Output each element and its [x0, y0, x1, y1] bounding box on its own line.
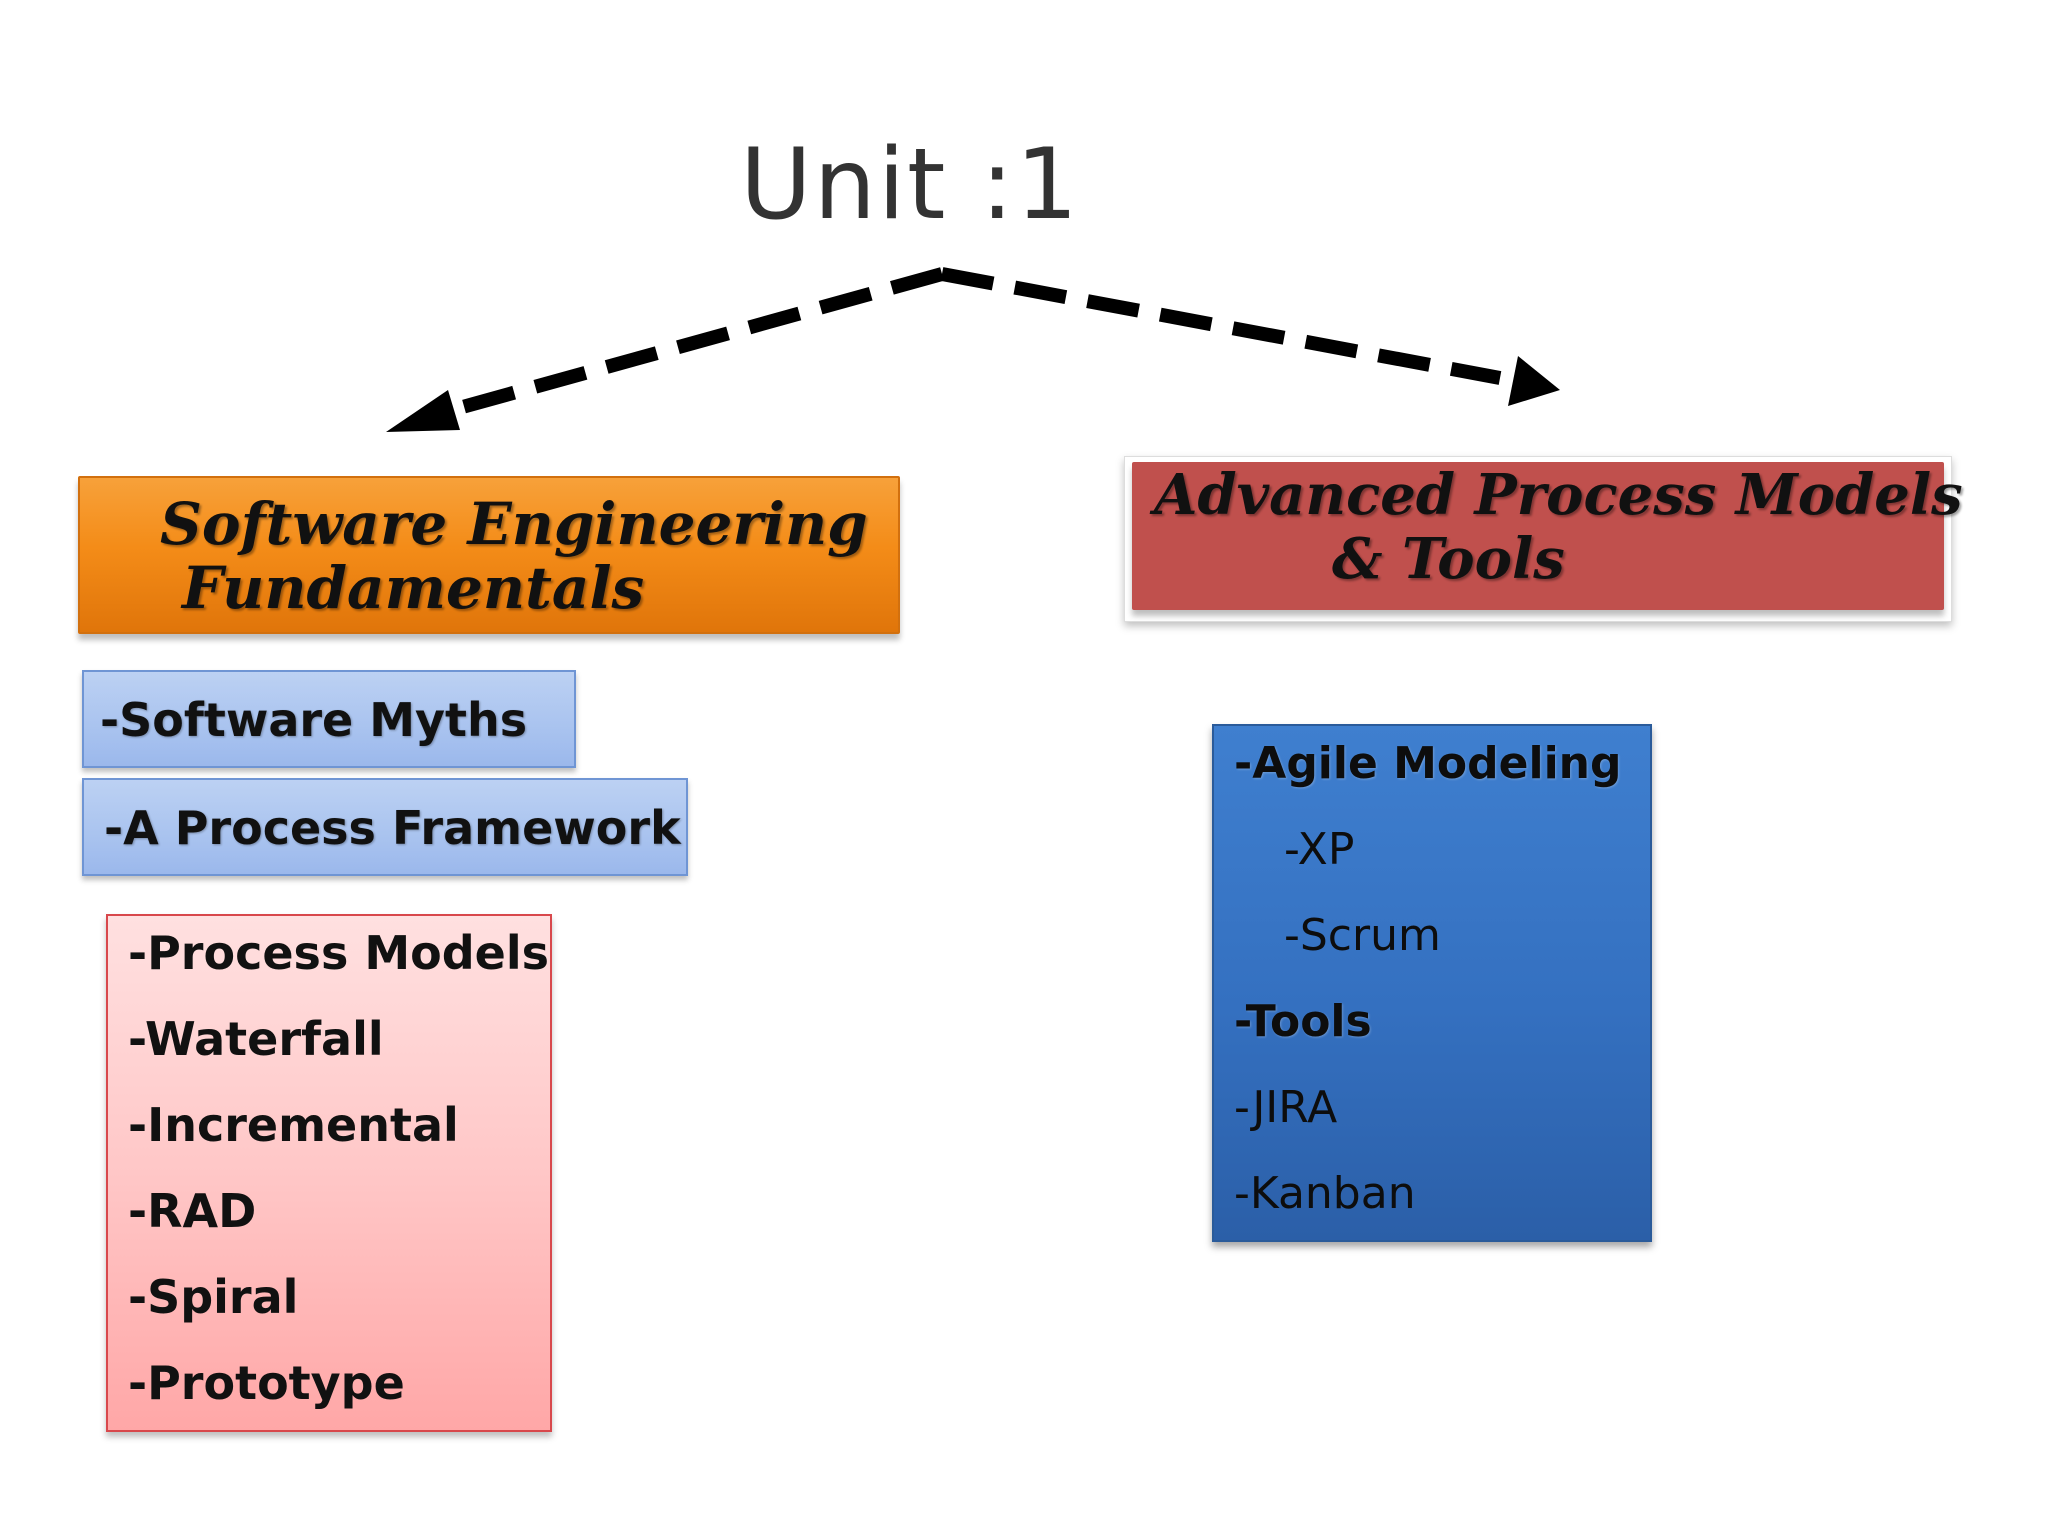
header-left-line1: Software Engineering — [160, 490, 868, 558]
arrow-right-line — [940, 267, 1502, 385]
header-software-engineering-fundamentals: Software Engineering Fundamentals — [78, 476, 900, 634]
process-models-box: -Process Models -Waterfall -Incremental … — [106, 914, 552, 1432]
agile-tools-box: -Agile Modeling -XP -Scrum -Tools -JIRA … — [1212, 724, 1652, 1242]
topic-software-myths: -Software Myths — [82, 670, 576, 768]
agile-item-scrum: -Scrum — [1284, 910, 1441, 961]
process-model-item: -RAD — [128, 1184, 257, 1238]
process-model-item: -Waterfall — [128, 1012, 384, 1066]
header-right-line2: & Tools — [1332, 526, 1565, 592]
process-model-item: -Prototype — [128, 1356, 405, 1410]
process-model-item: -Process Models — [128, 926, 549, 980]
diagram-title: Unit :1 — [739, 128, 1080, 242]
header-left-line2: Fundamentals — [182, 554, 645, 622]
tool-item-jira: -JIRA — [1234, 1082, 1338, 1133]
tools-heading: -Tools — [1234, 996, 1372, 1047]
agile-item-xp: -XP — [1284, 824, 1355, 875]
topic-process-framework: -A Process Framework — [82, 778, 688, 876]
tool-item-kanban: -Kanban — [1234, 1168, 1416, 1219]
arrow-left-head — [386, 390, 460, 432]
process-model-item: -Incremental — [128, 1098, 459, 1152]
arrow-left-line — [428, 267, 944, 423]
process-model-item: -Spiral — [128, 1270, 299, 1324]
header-right-line1: Advanced Process Models — [1154, 462, 1963, 528]
arrow-right-head — [1508, 356, 1560, 406]
header-advanced-process-models: Advanced Process Models & Tools — [1132, 462, 1963, 610]
agile-modeling-heading: -Agile Modeling — [1234, 738, 1622, 789]
